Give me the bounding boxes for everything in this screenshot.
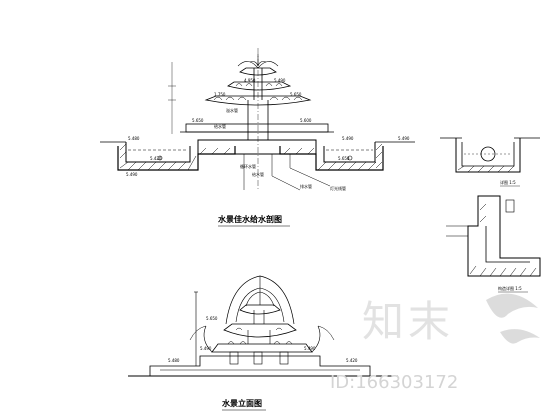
level-label: 5.490: [342, 136, 354, 141]
level-label: 4.950: [244, 78, 256, 83]
watermark-id: ID:166303172: [330, 372, 458, 393]
pipe-note: 给水管: [252, 171, 264, 177]
level-label: 5.490: [274, 78, 286, 83]
level-label: 5.420: [150, 156, 162, 161]
level-label: 5.480: [128, 136, 140, 141]
watermark-swoosh-icon: [486, 293, 540, 344]
level-label: 5.490: [126, 172, 138, 177]
pipe-note: 循环水管: [240, 163, 256, 169]
level-label: 5.480: [168, 358, 180, 363]
level-label: 5.650: [338, 156, 350, 161]
level-label: 5.600: [300, 118, 312, 123]
level-label: 5.650: [206, 316, 218, 321]
detail-scale: 构造详图 1:5: [498, 285, 522, 291]
detail-a: 详图 1:5: [440, 137, 540, 187]
detail-scale: 详图 1:5: [500, 179, 516, 185]
level-label: 1.750: [214, 92, 226, 97]
level-label: 5.490: [398, 136, 410, 141]
pipe-note: 给水管: [214, 123, 226, 129]
level-label: 5.490: [200, 346, 212, 351]
detail-b: 构造详图 1:5: [446, 195, 541, 293]
basin-section: [100, 139, 415, 171]
elevation-level-labels: 5.480 5.490 5.490 5.650 5.420: [168, 316, 358, 363]
level-label: 5.650: [192, 118, 204, 123]
section-level-labels: 5.480 1.750 5.650 4.950 5.490 5.650 5.60…: [126, 78, 410, 191]
level-label: 5.490: [304, 346, 316, 351]
pipe-note: 排水管: [300, 183, 312, 189]
fountain-elevation-view: 5.480 5.490 5.490 5.650 5.420 水景立面图: [128, 275, 398, 411]
watermark: 知末 ID:166303172: [330, 293, 540, 393]
level-label: 5.420: [346, 358, 358, 363]
watermark-brand: 知末: [362, 297, 454, 346]
pipe-note: 溢水管: [226, 107, 238, 113]
pipe-note: 灯光线管: [330, 185, 346, 191]
fountain-tiers-section: [168, 48, 334, 191]
elevation-title: 水景立面图: [221, 398, 262, 408]
fountain-section-view: 5.480 1.750 5.650 4.950 5.490 5.650 5.60…: [100, 48, 415, 227]
level-label: 5.650: [290, 92, 302, 97]
section-title: 水景佳水给水剖图: [217, 214, 282, 224]
